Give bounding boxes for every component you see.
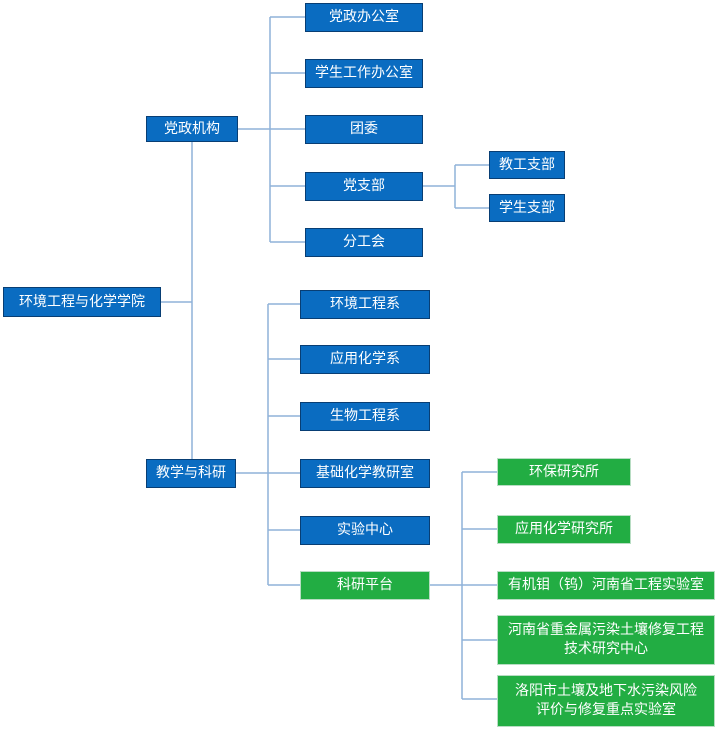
groundwater-lab-node: 洛阳市土壤及地下水污染风险 评价与修复重点实验室 — [497, 675, 715, 727]
applied-chem-dept-label: 应用化学系 — [330, 351, 400, 367]
molybdenum-lab-node: 有机钼（钨）河南省工程实验室 — [497, 571, 715, 600]
faculty-branch-label: 教工支部 — [499, 156, 555, 173]
teaching-research-node: 教学与科研 — [146, 459, 236, 488]
party-office-label: 党政办公室 — [329, 9, 399, 25]
applied-chem-dept-node: 应用化学系 — [300, 345, 430, 374]
env-eng-dept-node: 环境工程系 — [300, 290, 430, 319]
applied-chem-institute-label: 应用化学研究所 — [515, 521, 613, 537]
student-branch-node: 学生支部 — [489, 194, 565, 222]
trade-union-label: 分工会 — [343, 234, 385, 250]
trade-union-node: 分工会 — [305, 228, 423, 257]
lab-center-node: 实验中心 — [300, 516, 430, 545]
groundwater-lab-line1: 洛阳市土壤及地下水污染风险 — [515, 683, 697, 699]
party-branch-label: 党支部 — [343, 178, 385, 194]
groundwater-lab-line2: 评价与修复重点实验室 — [536, 702, 676, 718]
root-node: 环境工程与化学学院 — [3, 287, 161, 317]
faculty-branch-node: 教工支部 — [489, 151, 565, 179]
heavy-metal-center-line2: 技术研究中心 — [564, 641, 648, 657]
basic-chem-teaching-node: 基础化学教研室 — [300, 459, 430, 488]
research-platform-label: 科研平台 — [337, 577, 393, 593]
heavy-metal-center-line1: 河南省重金属污染土壤修复工程 — [508, 622, 704, 638]
env-protection-institute-node: 环保研究所 — [497, 458, 631, 486]
party-org-label: 党政机构 — [164, 120, 220, 137]
student-branch-label: 学生支部 — [499, 199, 555, 216]
party-org-node: 党政机构 — [146, 116, 238, 142]
party-branch-node: 党支部 — [305, 172, 423, 201]
bio-eng-dept-label: 生物工程系 — [330, 408, 400, 424]
env-eng-dept-label: 环境工程系 — [330, 296, 400, 312]
molybdenum-lab-label: 有机钼（钨）河南省工程实验室 — [508, 577, 704, 593]
research-platform-node: 科研平台 — [300, 571, 430, 600]
lab-center-label: 实验中心 — [337, 522, 393, 538]
youth-league-label: 团委 — [350, 121, 378, 137]
root-label: 环境工程与化学学院 — [19, 293, 145, 310]
student-affairs-office-label: 学生工作办公室 — [315, 65, 413, 81]
bio-eng-dept-node: 生物工程系 — [300, 402, 430, 431]
env-protection-institute-label: 环保研究所 — [529, 463, 599, 480]
heavy-metal-center-node: 河南省重金属污染土壤修复工程 技术研究中心 — [497, 615, 715, 665]
basic-chem-teaching-label: 基础化学教研室 — [316, 465, 414, 481]
applied-chem-institute-node: 应用化学研究所 — [497, 515, 631, 544]
youth-league-node: 团委 — [305, 115, 423, 144]
teaching-research-label: 教学与科研 — [156, 465, 226, 481]
student-affairs-office-node: 学生工作办公室 — [305, 59, 423, 88]
party-office-node: 党政办公室 — [305, 3, 423, 32]
